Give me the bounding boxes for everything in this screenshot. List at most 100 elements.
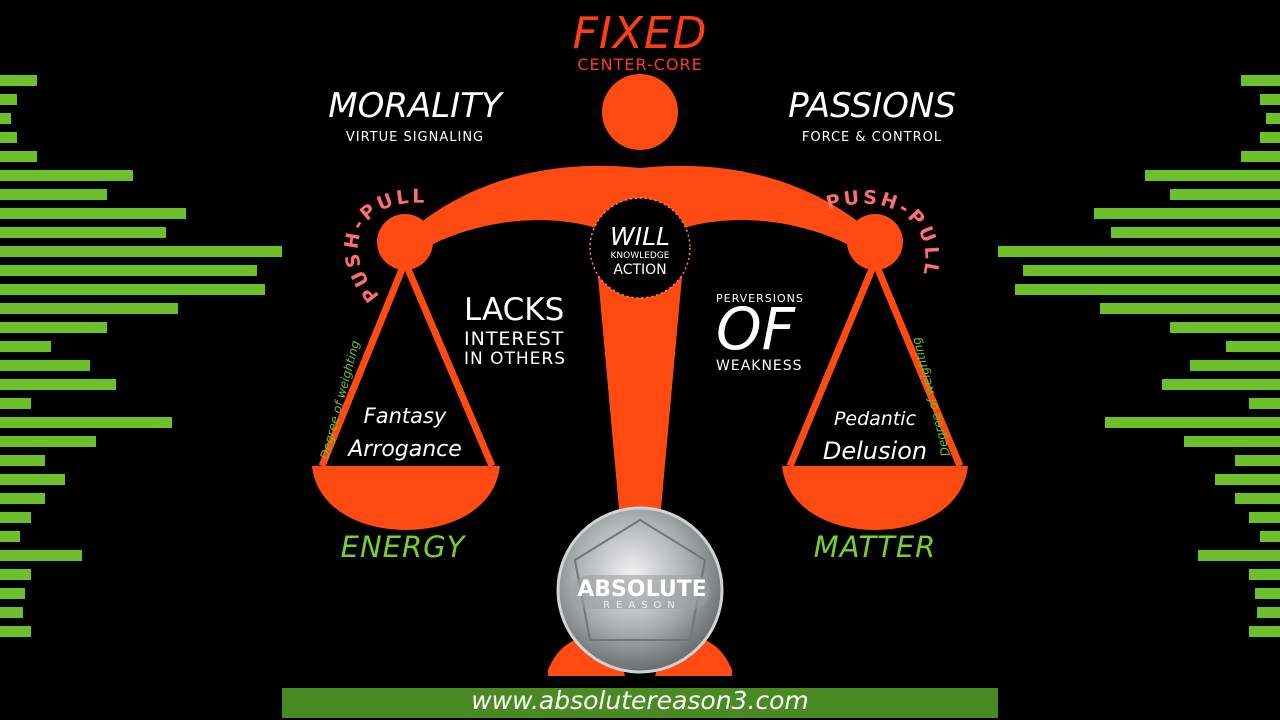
will-circle [589,197,691,299]
left-pan-line1: Fantasy [363,404,447,428]
morality-title: MORALITY [328,86,502,126]
right-bar [998,246,1280,257]
header-title: FIXED [572,8,708,59]
logo-text-reason: REASON [603,600,681,611]
left-bar [0,626,31,637]
left-pan-line2: Arrogance [348,437,462,462]
header-subtitle: CENTER-CORE [577,55,703,74]
left-bar [0,588,25,599]
passions-title: PASSIONS [788,86,956,126]
right-bar [1023,265,1280,276]
right-bar [1249,626,1280,637]
left-scale-string-outer [318,260,409,468]
left-bar [0,607,23,618]
right-bar [1170,322,1280,333]
footer-url-link[interactable]: www.absolutereason3.com [471,686,809,715]
right-bar [1145,170,1280,181]
left-bar [0,246,282,257]
right-pan [782,466,968,530]
right-bar [1235,493,1280,504]
right-bar [1260,132,1280,143]
right-bar [1198,550,1280,561]
left-bar [0,550,82,561]
figure-head [602,74,678,150]
left-bar [0,284,265,295]
right-bar [1184,436,1280,447]
energy-label: ENERGY [340,530,466,564]
left-bar [0,569,31,580]
left-bar [0,189,107,200]
left-bar [0,94,17,105]
left-bar [0,322,107,333]
left-bar [0,170,133,181]
right-bar [1249,398,1280,409]
left-pan [312,466,500,530]
right-bar [1215,474,1280,485]
passions-subtitle: FORCE & CONTROL [801,130,943,145]
left-bar-stack [0,75,282,637]
will-label: WILL [610,222,670,251]
right-bar [1241,75,1280,86]
right-bar [1249,569,1280,580]
perversions-line3: WEAKNESS [716,358,803,374]
left-bar [0,417,172,428]
logo-text-absolute: ABSOLUTE [577,577,706,602]
left-bar [0,227,166,238]
right-bar [1235,455,1280,466]
knowledge-label: KNOWLEDGE [610,251,670,261]
right-bar [1266,113,1280,124]
morality-subtitle: VIRTUE SIGNALING [345,130,485,145]
right-scale-string-inner [786,260,879,468]
left-hand [377,214,433,270]
left-bar [0,531,20,542]
right-scale [782,260,968,530]
right-bar [1241,151,1280,162]
matter-label: MATTER [813,530,937,564]
right-bar [1105,417,1280,428]
left-bar [0,265,257,276]
footer-bar [282,688,998,718]
left-bar [0,455,45,466]
left-bar [0,75,37,86]
right-bar [1015,284,1280,295]
right-bar [1257,607,1280,618]
left-bar [0,341,51,352]
right-bar [1190,360,1280,371]
left-bar [0,151,37,162]
left-bar [0,113,11,124]
right-bar [1226,341,1280,352]
perversions-line1: PERVERSIONS [716,292,804,305]
right-bar [1094,208,1280,219]
left-bar [0,512,31,523]
perversions-line2: OF [716,295,796,363]
right-bar [1170,189,1280,200]
right-bar [1260,531,1280,542]
left-bar [0,208,186,219]
enneagram-star [573,518,707,641]
left-bar [0,379,116,390]
left-bar [0,398,31,409]
left-scale-string-inner [401,260,496,468]
lacks-line3: IN OTHERS [464,349,567,369]
left-bar [0,436,96,447]
left-bar [0,132,17,143]
left-scale [312,260,500,530]
left-bar [0,303,178,314]
right-bar [1162,379,1280,390]
right-bar [1111,227,1280,238]
right-bar [1255,588,1280,599]
lacks-line2: INTEREST [464,328,565,350]
right-hand [847,214,903,270]
left-bar [0,474,65,485]
left-bar [0,493,45,504]
right-bar [1249,512,1280,523]
lacks-line1: LACKS [464,292,565,328]
logo-band [572,575,710,609]
absolute-reason-orb: ABSOLUTE REASON [556,506,724,674]
left-bar [0,360,90,371]
right-bar [1260,94,1280,105]
right-pan-line2: Delusion [822,437,928,465]
right-scale-string-outer [871,260,964,468]
